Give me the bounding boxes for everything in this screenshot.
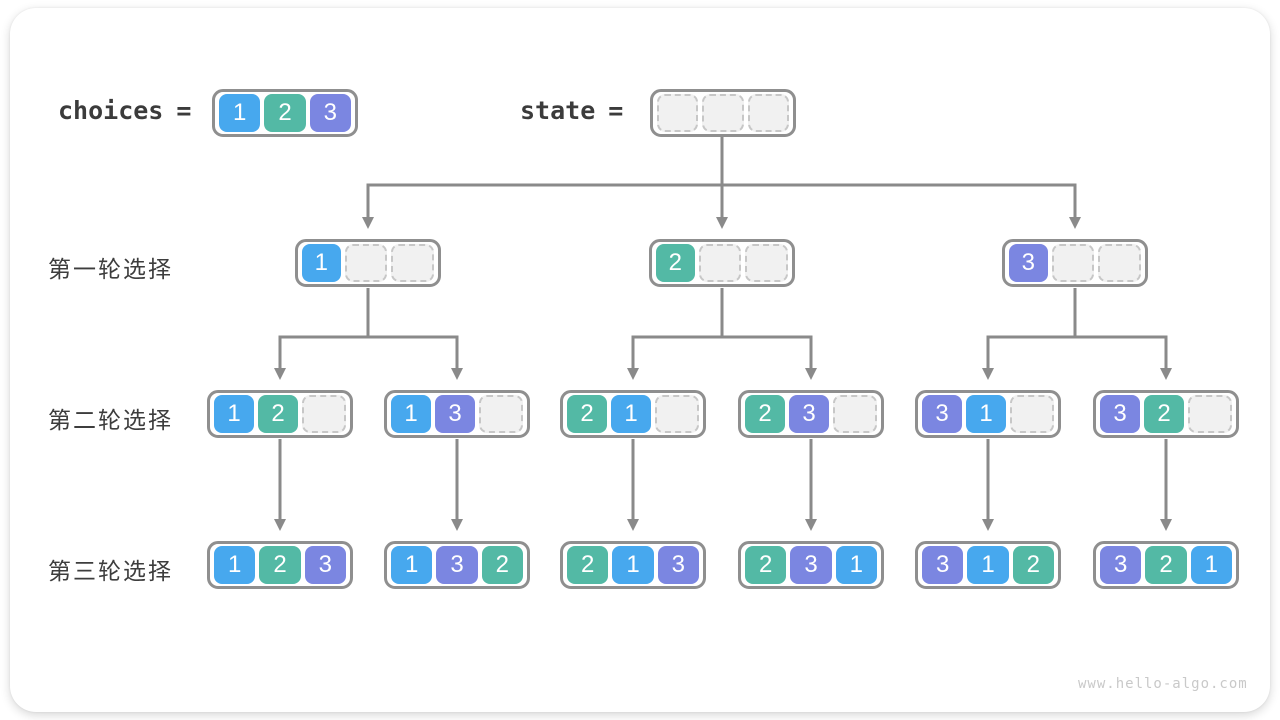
empty-cell bbox=[698, 244, 742, 282]
empty-cell bbox=[391, 244, 435, 282]
value-cell: 1 bbox=[391, 546, 433, 584]
value-cell: 3 bbox=[1100, 395, 1140, 433]
empty-cell bbox=[1051, 244, 1095, 282]
row-label-round-3: 第三轮选择 bbox=[48, 558, 173, 584]
value-cell: 3 bbox=[922, 546, 964, 584]
empty-cell bbox=[302, 395, 346, 433]
state-array bbox=[650, 89, 796, 137]
empty-cell bbox=[657, 94, 699, 132]
empty-cell bbox=[1188, 395, 1232, 433]
choices-label: choices = bbox=[58, 96, 191, 125]
choices-label-text: choices bbox=[58, 96, 164, 125]
value-cell: 1 bbox=[612, 546, 654, 584]
background-card bbox=[10, 8, 1270, 712]
value-cell: 1 bbox=[219, 94, 261, 132]
tree-node-r1-2: 2 bbox=[649, 239, 795, 287]
value-cell: 3 bbox=[435, 395, 475, 433]
value-cell: 2 bbox=[259, 546, 301, 584]
value-cell: 2 bbox=[264, 94, 306, 132]
value-cell: 1 bbox=[214, 546, 256, 584]
value-cell: 3 bbox=[789, 395, 829, 433]
value-cell: 2 bbox=[745, 395, 785, 433]
empty-cell bbox=[833, 395, 877, 433]
value-cell: 1 bbox=[391, 395, 431, 433]
value-cell: 1 bbox=[835, 546, 877, 584]
value-cell: 1 bbox=[214, 395, 254, 433]
value-cell: 3 bbox=[922, 395, 962, 433]
value-cell: 2 bbox=[656, 244, 695, 282]
empty-cell bbox=[745, 244, 789, 282]
row-label-round-1: 第一轮选择 bbox=[48, 256, 173, 282]
value-cell: 2 bbox=[1144, 395, 1184, 433]
state-label-text: state bbox=[520, 96, 596, 125]
empty-cell bbox=[1010, 395, 1054, 433]
value-cell: 2 bbox=[745, 546, 787, 584]
value-cell: 1 bbox=[966, 395, 1006, 433]
site-watermark: www.hello-algo.com bbox=[1078, 676, 1248, 692]
tree-node-r1-1: 1 bbox=[295, 239, 441, 287]
value-cell: 2 bbox=[1145, 546, 1187, 584]
value-cell: 3 bbox=[1009, 244, 1048, 282]
value-cell: 2 bbox=[1012, 546, 1054, 584]
value-cell: 2 bbox=[567, 395, 607, 433]
empty-cell bbox=[1098, 244, 1142, 282]
value-cell: 3 bbox=[304, 546, 346, 584]
value-cell: 2 bbox=[481, 546, 523, 584]
value-cell: 1 bbox=[302, 244, 341, 282]
value-cell: 1 bbox=[1190, 546, 1232, 584]
empty-cell bbox=[655, 395, 699, 433]
value-cell: 3 bbox=[436, 546, 478, 584]
value-cell: 3 bbox=[1100, 546, 1142, 584]
value-cell: 3 bbox=[657, 546, 699, 584]
value-cell: 2 bbox=[258, 395, 298, 433]
value-cell: 1 bbox=[611, 395, 651, 433]
state-label: state = bbox=[520, 96, 623, 125]
state-equals-sign: = bbox=[608, 96, 624, 125]
empty-cell bbox=[344, 244, 388, 282]
empty-cell bbox=[702, 94, 744, 132]
value-cell: 3 bbox=[309, 94, 351, 132]
empty-cell bbox=[479, 395, 523, 433]
value-cell: 1 bbox=[967, 546, 1009, 584]
tree-node-r1-3: 3 bbox=[1002, 239, 1148, 287]
value-cell: 3 bbox=[790, 546, 832, 584]
row-label-round-2: 第二轮选择 bbox=[48, 407, 173, 433]
choices-equals-sign: = bbox=[176, 96, 192, 125]
value-cell: 2 bbox=[567, 546, 609, 584]
empty-cell bbox=[747, 94, 789, 132]
